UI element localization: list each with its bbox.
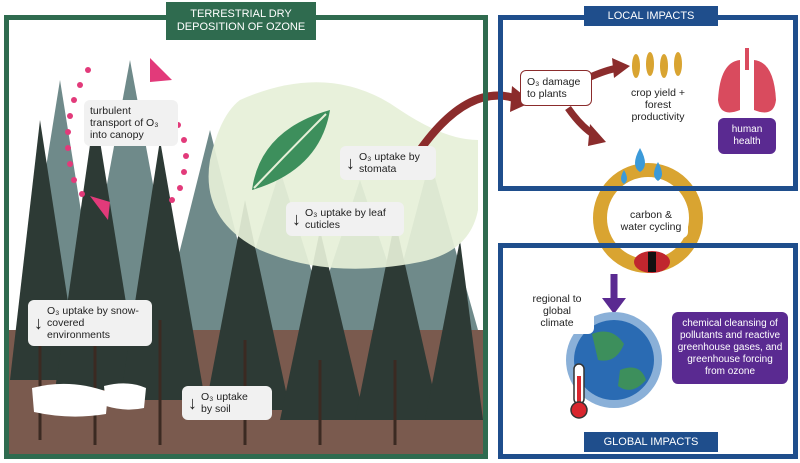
regional-global-label: regional to global climate <box>520 288 594 334</box>
carbon-band-icon <box>648 252 656 272</box>
stomata-text: O₃ uptake by stomata <box>359 151 420 175</box>
cuticles-text: O₃ uptake by leaf cuticles <box>305 207 386 231</box>
turbulent-arrowhead-top-icon <box>150 58 172 82</box>
global-impacts-title: GLOBAL IMPACTS <box>584 432 718 452</box>
snow-uptake-label: ↓O₃ uptake by snow- covered environments <box>28 300 152 346</box>
snow-uptake-text: O₃ uptake by snow- covered environments <box>47 305 139 341</box>
turbulent-transport-label: turbulent transport of O₃ into canopy <box>84 100 178 146</box>
leaf-vein <box>253 113 327 189</box>
globe-land-icon <box>592 331 646 390</box>
thermometer-bulb-icon <box>570 401 588 419</box>
bubble-to-damage-arrow-icon <box>416 91 522 153</box>
human-health-box: human health <box>718 118 776 154</box>
wheat-icon <box>632 52 682 78</box>
down-arrow-icon: ↓ <box>188 393 197 413</box>
global-impacts-panel <box>498 243 798 459</box>
cuticles-label: ↓O₃ uptake by leaf cuticles <box>286 202 404 236</box>
o3-damage-label: O₃ damage to plants <box>520 70 592 106</box>
carbon-water-text: carbon & water cycling <box>620 209 682 233</box>
regional-global-text: regional to global climate <box>532 293 582 329</box>
crop-arrowhead-icon <box>612 58 630 78</box>
lungs-icon <box>718 48 776 113</box>
soil-uptake-text: O₃ uptake by soil <box>201 391 248 415</box>
down-arrow-icon: ↓ <box>34 313 43 333</box>
snow-patches <box>32 383 146 417</box>
turbulent-transport-text: turbulent transport of O₃ into canopy <box>90 105 159 141</box>
down-arrow-icon: ↓ <box>346 153 355 173</box>
soil-uptake-label: ↓O₃ uptake by soil <box>182 386 272 420</box>
turbulent-arrowhead-bottom-icon <box>90 196 110 220</box>
cycle-arrowhead-icon <box>588 124 606 146</box>
stomata-label: ↓O₃ uptake by stomata <box>340 146 436 180</box>
water-drops-icon <box>621 148 662 184</box>
down-arrow-icon: ↓ <box>292 209 301 229</box>
crop-yield-label: crop yield + forest productivity <box>618 82 698 128</box>
crop-yield-text: crop yield + forest productivity <box>631 87 685 123</box>
main-title: TERRESTRIAL DRY DEPOSITION OF OZONE <box>166 2 316 40</box>
local-impacts-title: LOCAL IMPACTS <box>584 6 718 26</box>
chemical-cleansing-box: chemical cleansing of pollutants and rea… <box>672 312 788 384</box>
thermometer-level-icon <box>577 376 581 404</box>
climate-arrowhead-icon <box>602 298 626 314</box>
carbon-water-label: carbon & water cycling <box>614 204 688 238</box>
o3-damage-text: O₃ damage to plants <box>527 76 581 100</box>
